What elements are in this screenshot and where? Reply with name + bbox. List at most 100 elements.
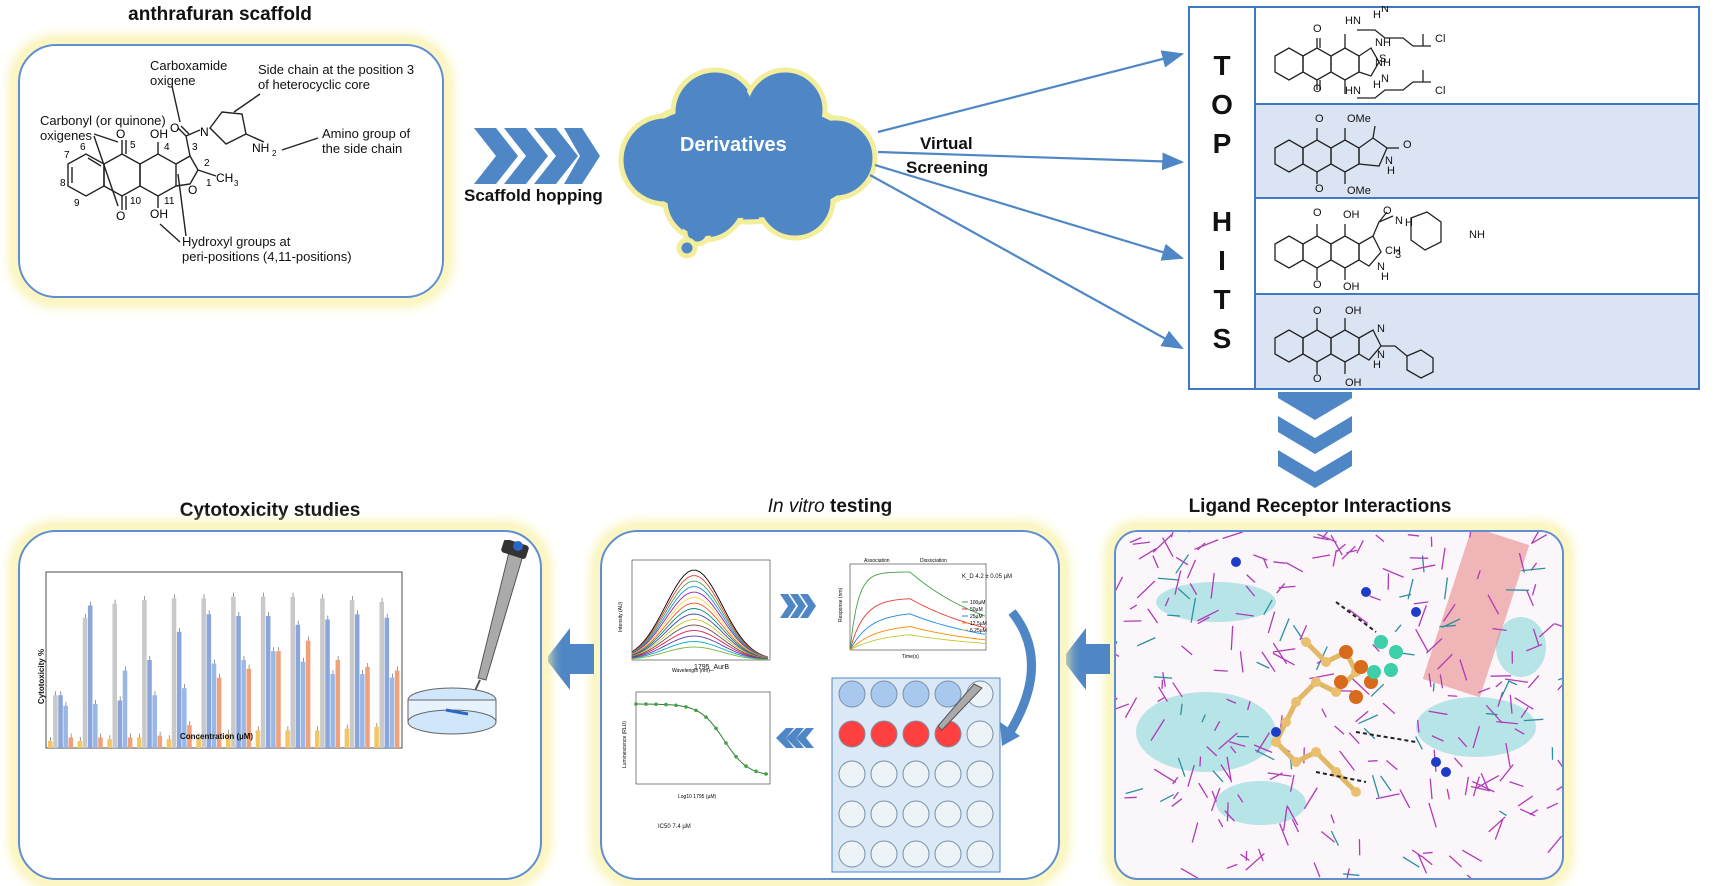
hit-atom-label: OH: [1345, 305, 1362, 317]
protein-bond: [1222, 532, 1243, 540]
dose-point: [744, 764, 748, 768]
protein-bond: [1464, 776, 1470, 796]
bar: [48, 740, 53, 748]
protein-bond: [1382, 567, 1405, 578]
plate-well: [870, 760, 898, 788]
bar: [93, 704, 98, 748]
protein-bond: [1230, 625, 1234, 651]
protein-bond: [1500, 680, 1510, 698]
hit-atom-label: O: [1315, 113, 1324, 125]
invitro-chevron: [796, 728, 814, 748]
ligand-atom: [1321, 657, 1331, 667]
protein-bond: [1136, 637, 1156, 647]
protein-bond: [1472, 726, 1481, 749]
protein-bond: [1332, 549, 1337, 567]
hit-2: [1256, 105, 1698, 199]
protein-bond: [1312, 554, 1331, 559]
protein-bond: [1313, 862, 1321, 878]
protein-bond: [1382, 702, 1396, 715]
spectrum-line: [631, 613, 769, 659]
spectrum-line: [631, 646, 769, 661]
protein-bond: [1159, 793, 1175, 803]
protein-bond: [1224, 810, 1235, 822]
cytotoxicity-ylabel: Cytotoxicity %: [37, 648, 47, 705]
protein-bond: [1470, 785, 1491, 792]
invitro-panel: Wavelength (nm)Intensity (AU)Association…: [600, 530, 1060, 880]
atom-ch3-sub: 3: [234, 179, 239, 188]
protein-bond: [1523, 718, 1544, 722]
protein-bond: [1375, 793, 1400, 800]
bar: [58, 695, 63, 748]
dose-point: [704, 715, 708, 719]
bli-curve: [849, 634, 986, 651]
ligand-ring-atom: [1384, 663, 1398, 677]
protein-bond: [1552, 533, 1562, 541]
protein-bond: [1291, 818, 1300, 833]
bar: [260, 596, 266, 748]
top-hits-letter: T: [1213, 50, 1231, 81]
hit-3: [1256, 199, 1698, 295]
top-hits-letter: [1190, 167, 1254, 206]
protein-bond: [1472, 776, 1480, 797]
cytotoxicity-xlabel: Concentration (µM): [180, 732, 254, 741]
dose-curve: [635, 703, 769, 775]
plot-frame: [45, 571, 403, 749]
protein-bond: [1190, 598, 1197, 623]
carboxamide-label: Carboxamide oxigene: [150, 58, 228, 88]
protein-bond: [1172, 682, 1183, 698]
protein-bond: [1520, 706, 1529, 719]
protein-bond: [1289, 774, 1295, 792]
hit-atom-label: H: [1381, 271, 1389, 283]
protein-bond: [1556, 786, 1562, 791]
protein-bond: [1228, 741, 1246, 747]
plate-well: [902, 800, 930, 828]
protein-bond: [1420, 855, 1433, 866]
amino-label: Amino group of the side chain: [322, 126, 411, 156]
bar: [63, 705, 68, 748]
hydroxyl-label: Hydroxyl groups at peri-positions (4,11-…: [182, 234, 352, 264]
spectrum-line: [631, 569, 769, 658]
protein-bond: [1211, 790, 1217, 803]
protein-bond: [1446, 788, 1450, 800]
protein-bond: [1272, 648, 1296, 653]
protein-bond: [1245, 585, 1256, 597]
chart3-ic50: IC50 7.4 µM: [658, 824, 691, 830]
protein-bond: [1256, 732, 1271, 753]
bar: [187, 725, 192, 748]
protein-bond: [1196, 609, 1219, 622]
protein-bond: [1346, 549, 1358, 554]
hit-atom-label: N: [1377, 323, 1385, 335]
protein-bond: [1246, 574, 1256, 583]
protein-bond: [1418, 605, 1427, 627]
dose-point: [634, 702, 638, 706]
protein-bond: [1462, 849, 1483, 862]
helix-ribbon: [1416, 697, 1536, 757]
ring-number: 2: [204, 158, 210, 169]
hit-atom-label: NH: [1375, 37, 1391, 49]
protein-bond: [1198, 782, 1209, 799]
atom-oh-bottom: OH: [150, 207, 168, 221]
protein-bond: [1247, 700, 1251, 711]
plate-well: [838, 680, 866, 708]
bar: [122, 670, 128, 748]
protein-bond: [1189, 583, 1198, 595]
protein-bond: [1213, 669, 1228, 672]
protein-bond: [1269, 772, 1283, 781]
protein-bond: [1153, 768, 1177, 784]
protein-bond: [1153, 676, 1173, 679]
protein-bond: [1514, 728, 1525, 735]
protein-bond: [1330, 814, 1335, 824]
protein-bond: [1226, 756, 1233, 783]
top-hits-letter: H: [1211, 206, 1233, 237]
protein-bond: [1261, 651, 1276, 673]
plate-well: [934, 760, 962, 788]
protein-bond: [1422, 851, 1433, 855]
protein-bond: [1320, 831, 1336, 843]
dose-point: [724, 741, 728, 745]
dose-point: [734, 754, 738, 759]
nitrogen-atom: [1431, 757, 1441, 767]
bar: [330, 674, 335, 748]
nitrogen-atom: [1271, 727, 1281, 737]
protein-bond: [1471, 780, 1495, 793]
protein-bond: [1124, 697, 1138, 719]
